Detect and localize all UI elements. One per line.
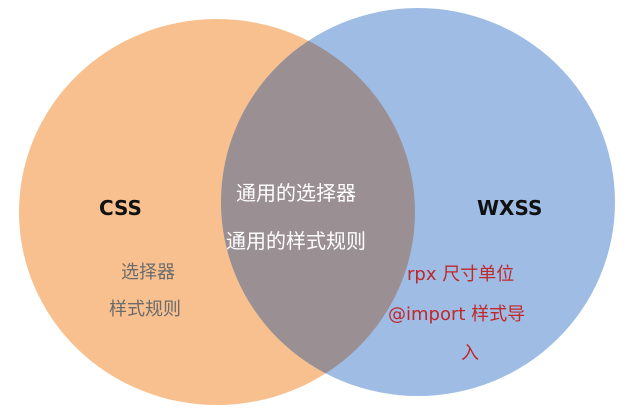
css-item-selector: 选择器 [121,262,175,283]
wxss-item-import-continued: 入 [461,343,479,364]
wxss-item-rpx-unit: rpx 尺寸单位 [407,264,515,285]
overlap-region [221,19,415,396]
wxss-item-import: @import 样式导 [388,304,526,325]
css-item-style-rules: 样式规则 [109,299,181,320]
overlap-item-common-style-rules: 通用的样式规则 [226,229,366,253]
css-set-title: CSS [99,196,142,220]
overlap-item-common-selector: 通用的选择器 [236,181,356,205]
wxss-set-title: WXSS [477,196,543,220]
